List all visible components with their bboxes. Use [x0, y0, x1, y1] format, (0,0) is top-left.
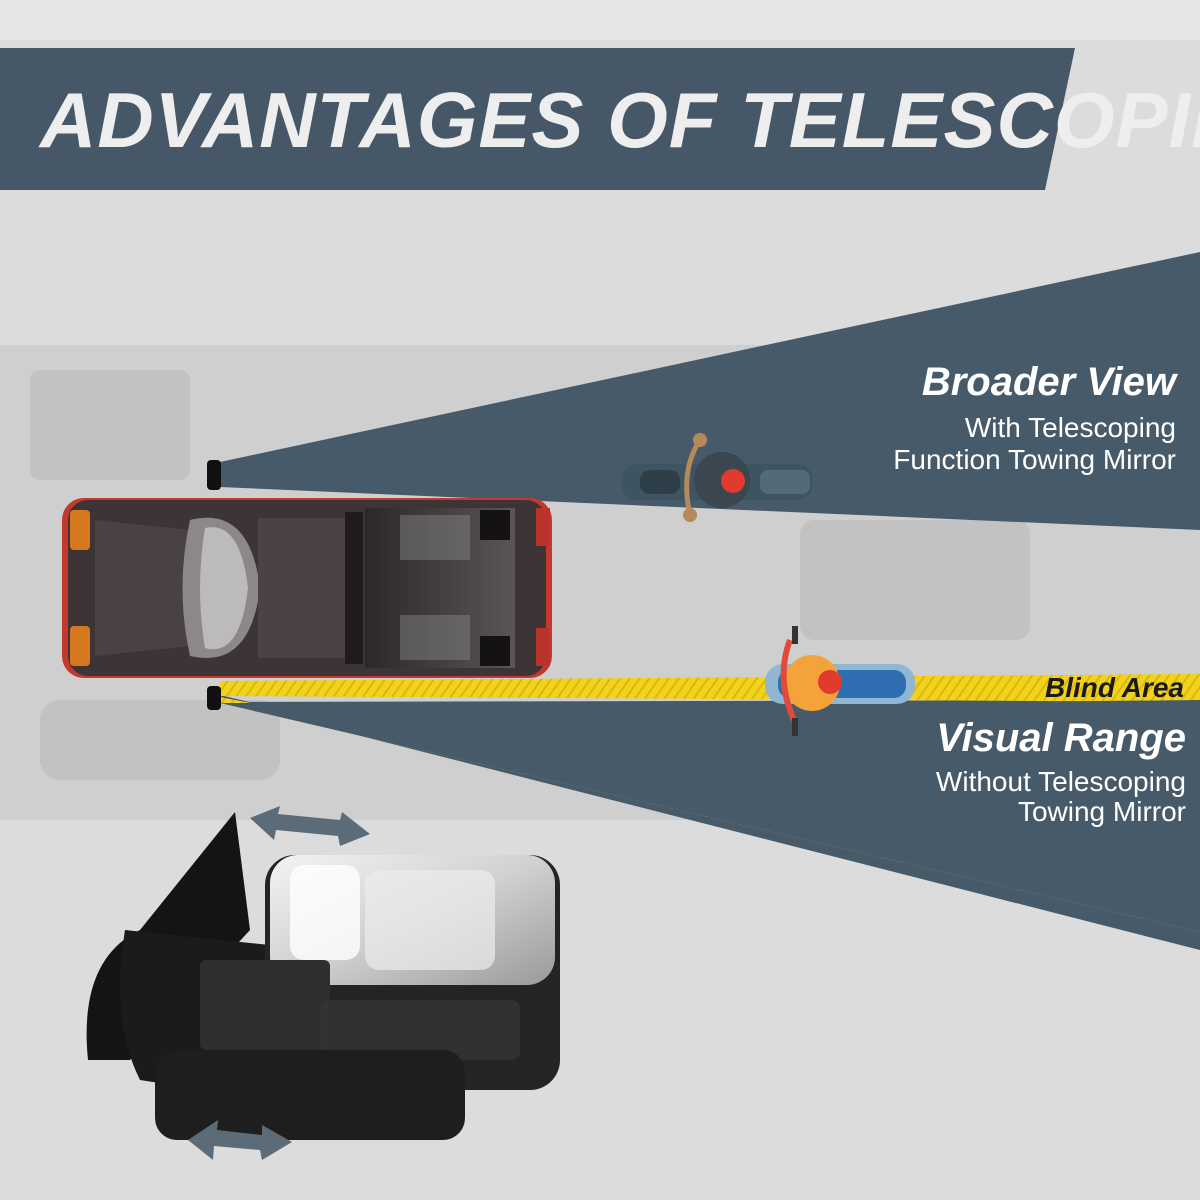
visual-range-heading: Visual Range — [936, 716, 1186, 760]
motorcycle-rider-icon — [622, 433, 812, 522]
background-stripe — [0, 0, 1200, 40]
title-banner — [0, 48, 1075, 190]
page-title: ADVANTAGES OF TELESCOPING — [40, 76, 1200, 164]
scooter-rider-icon — [765, 626, 915, 736]
blind-area-label: Blind Area — [1045, 672, 1184, 703]
towing-mirror-icon — [86, 812, 560, 1140]
visual-range-line1: Without Telescoping — [935, 766, 1186, 797]
broader-view-heading: Broader View — [921, 360, 1176, 404]
truck-top-view-icon — [62, 460, 552, 710]
broader-view-line1: With Telescoping — [964, 412, 1176, 443]
double-arrow-icon — [188, 806, 370, 1160]
visual-range-fill — [220, 700, 1200, 932]
blind-area-band — [220, 674, 1200, 702]
visual-range-line2: Towing Mirror — [1017, 796, 1186, 827]
broader-view-line2: Function Towing Mirror — [893, 444, 1176, 475]
broader-view-cone — [220, 252, 1200, 530]
